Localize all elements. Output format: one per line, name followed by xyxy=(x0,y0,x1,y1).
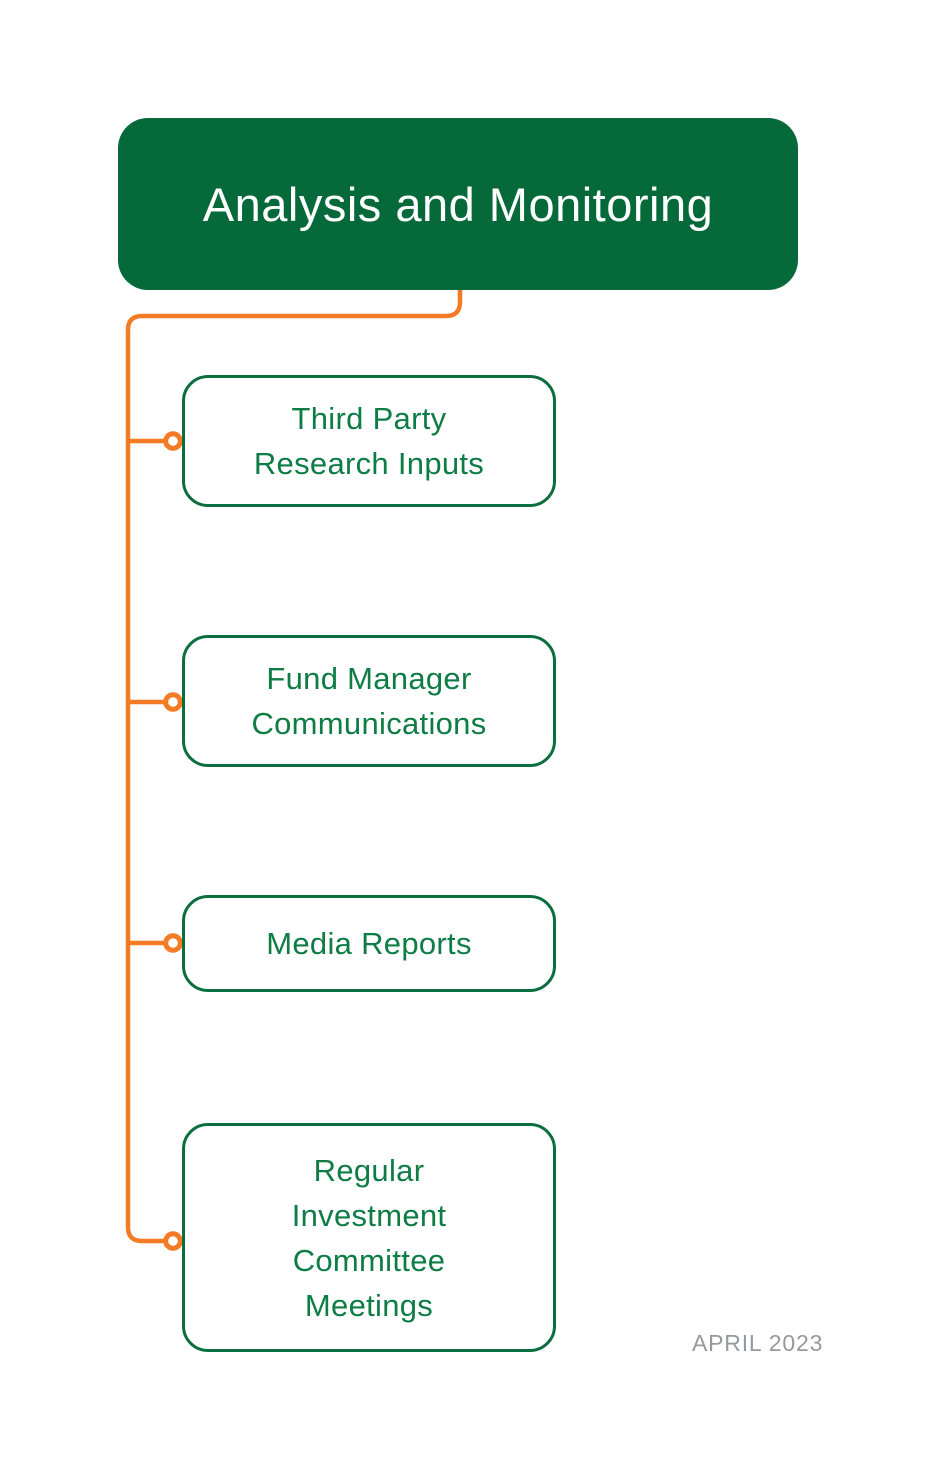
node-label: Media Reports xyxy=(266,926,472,961)
footer-date: APRIL 2023 xyxy=(692,1330,824,1356)
node-label: Third Party Research Inputs xyxy=(253,401,485,481)
page-title: Analysis and Monitoring xyxy=(202,177,714,231)
circle-node-icon xyxy=(163,1231,183,1251)
node-third-party-research-inputs: Third Party Research Inputs xyxy=(182,375,556,507)
header-analysis-and-monitoring: Analysis and Monitoring xyxy=(118,118,798,290)
node-label: Fund Manager Communications xyxy=(251,661,487,741)
circle-node-icon xyxy=(163,933,183,953)
circle-node-icon xyxy=(163,692,183,712)
node-label: Regular Investment Committee Meetings xyxy=(291,1152,447,1323)
node-fund-manager-communications: Fund Manager Communications xyxy=(182,635,556,767)
node-regular-investment-committee-meetings: Regular Investment Committee Meetings xyxy=(182,1123,556,1352)
circle-node-icon xyxy=(163,431,183,451)
node-media-reports: Media Reports xyxy=(182,895,556,992)
